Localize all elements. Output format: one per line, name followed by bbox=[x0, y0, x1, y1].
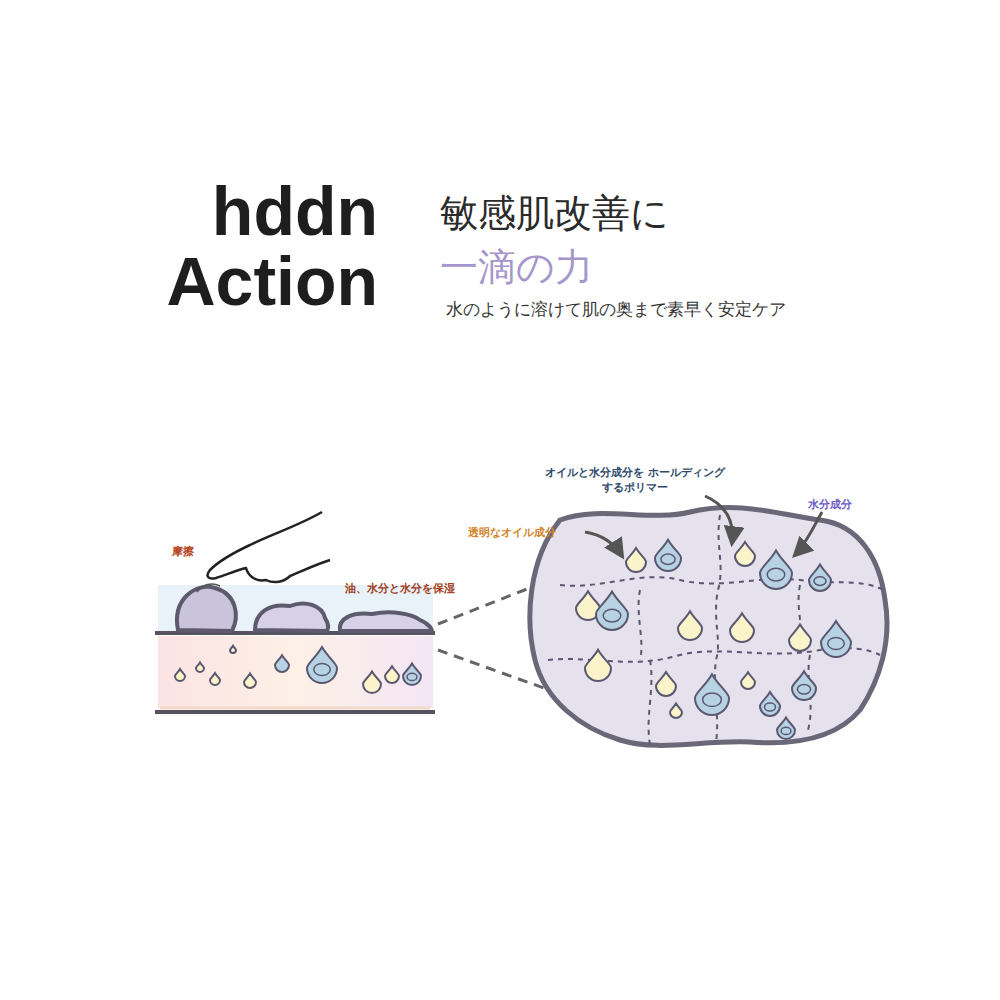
water-label: 水分成分 bbox=[808, 498, 852, 513]
friction-label: 摩擦 bbox=[172, 545, 194, 560]
headline-accent: 一滴の力 bbox=[440, 242, 593, 293]
title: hddn Action bbox=[98, 176, 378, 316]
headline: 敏感肌改善に bbox=[440, 188, 669, 239]
subtitle: 水のように溶けて肌の奥まで素早く安定ケア bbox=[446, 298, 786, 321]
polymer-label: オイルと水分成分を ホールディングするポリマー bbox=[545, 466, 725, 496]
moisture-label: 油、水分と水分を保湿 bbox=[345, 582, 455, 597]
oil-label: 透明なオイル成分 bbox=[468, 526, 556, 541]
